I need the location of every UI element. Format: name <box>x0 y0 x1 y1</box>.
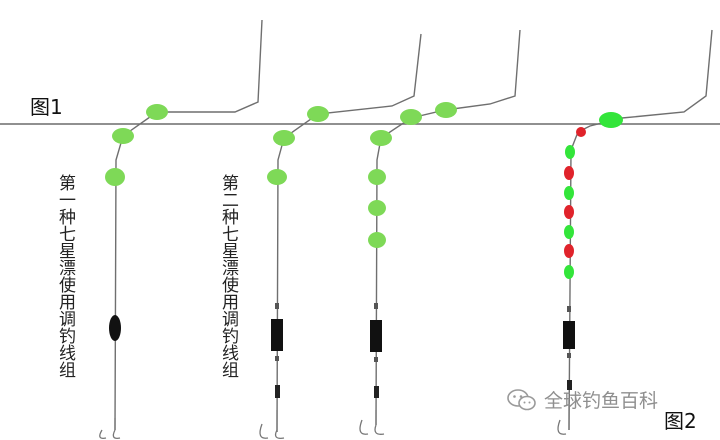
rig-4-hook <box>557 400 570 435</box>
rig-4 <box>557 29 713 435</box>
rig-3 <box>359 29 521 435</box>
rig-4-stopper-bottom <box>567 353 571 358</box>
method-1-caption: 第一种七星漂使用调钓线组 <box>55 174 75 378</box>
rig-1-hook <box>99 418 121 439</box>
rig-1 <box>99 19 263 439</box>
rig-1-float-2 <box>112 128 134 144</box>
rig-2-rod-line <box>276 33 422 433</box>
rig-2-hook <box>259 410 285 439</box>
rig-2-stopper-top <box>275 303 279 309</box>
rig-3-hook <box>359 410 385 435</box>
rig-4-float-3 <box>564 186 574 200</box>
rig-4-swivel <box>567 380 572 390</box>
rig-2-block-sinker <box>271 319 283 351</box>
rig-3-float-1 <box>435 102 457 118</box>
rig-3-rod-line <box>375 29 521 426</box>
watermark: 全球钓鱼百科 <box>506 386 658 413</box>
rig-4-block-sinker <box>563 321 575 349</box>
rig-1-float-3 <box>105 168 125 186</box>
rig-1-rod-line <box>114 19 263 431</box>
rig-4-rod-line <box>568 29 713 431</box>
rig-4-top-float <box>599 112 623 128</box>
rig-3-stopper-top <box>374 303 378 309</box>
rig-1-float-1 <box>146 104 168 120</box>
rig-4-stopper-top <box>567 306 571 312</box>
method-2-caption: 第二种七星漂使用调钓线组 <box>218 174 238 378</box>
rig-4-red-marker <box>576 127 586 137</box>
rig-3-float-6 <box>368 232 386 248</box>
rig-3-float-3 <box>370 130 392 146</box>
rig-2-float-2 <box>273 130 295 146</box>
rig-2-swivel <box>275 385 280 398</box>
rig-3-float-2 <box>400 109 422 125</box>
rig-3-swivel <box>374 386 379 398</box>
rig-2 <box>259 33 422 439</box>
rig-4-float-7 <box>564 265 574 279</box>
rig-4-float-1 <box>565 145 575 159</box>
rig-4-float-4 <box>564 205 574 219</box>
rig-4-float-6 <box>564 244 574 258</box>
figure-2-label: 图2 <box>664 409 697 433</box>
rig-3-float-5 <box>368 200 386 216</box>
wechat-icon <box>507 388 536 410</box>
figure-1-label: 图1 <box>30 95 63 119</box>
rig-3-block-sinker <box>370 320 382 352</box>
rig-4-float-2 <box>564 166 574 180</box>
rig-2-float-3 <box>267 169 287 185</box>
rig-3-float-4 <box>368 169 386 185</box>
watermark-text: 全球钓鱼百科 <box>544 390 659 412</box>
rig-1-oval-sinker <box>109 315 121 341</box>
rig-4-float-5 <box>564 225 574 239</box>
rig-2-stopper-bottom <box>275 356 279 361</box>
rig-2-float-1 <box>307 106 329 122</box>
rig-3-stopper-bottom <box>374 357 378 362</box>
